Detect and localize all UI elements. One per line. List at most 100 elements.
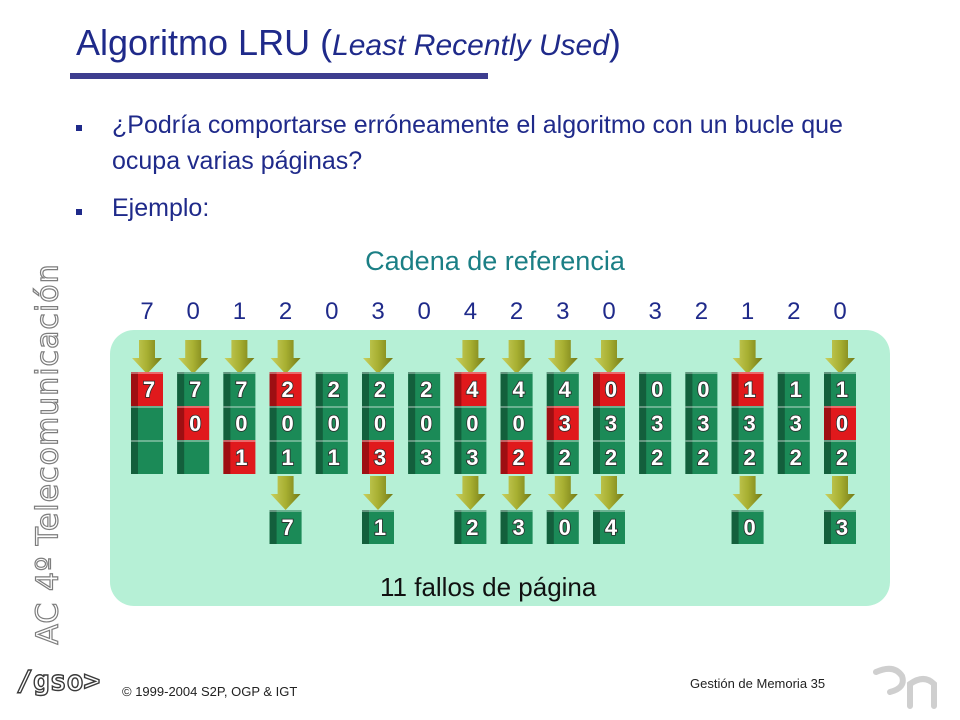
evicted-page-value: 7 xyxy=(281,515,293,540)
evicted-page-arrow-shape xyxy=(825,476,855,510)
frame-cell-edge xyxy=(777,406,785,440)
evicted-page: 2 xyxy=(454,510,487,544)
frame-cell-edge xyxy=(223,440,231,474)
frame-cell-highlight xyxy=(731,406,764,408)
frame-cell: 7 xyxy=(131,372,163,406)
frame-cell: 0 xyxy=(223,406,256,440)
evicted-page-highlight xyxy=(362,510,394,512)
evicted-page-arrow-shape xyxy=(732,476,763,510)
reference-value: 2 xyxy=(278,298,293,325)
frame-cell-value: 3 xyxy=(559,411,571,436)
evicted-page-arrow-shape xyxy=(501,476,532,510)
frame-cell: 4 xyxy=(454,372,487,406)
reference-string-label: Cadena de referencia xyxy=(365,246,625,276)
frame-cell-value: 2 xyxy=(374,377,386,402)
evicted-page-edge xyxy=(454,510,462,544)
frame-cell: 4 xyxy=(546,372,579,406)
frame-cell-value: 0 xyxy=(235,411,247,436)
incoming-page-arrow xyxy=(178,340,209,374)
frame-cell-value: 4 xyxy=(466,377,479,402)
frame-cell: 0 xyxy=(639,372,672,406)
reference-value: 1 xyxy=(740,298,755,325)
frame-cell-highlight xyxy=(408,406,441,408)
bullet-marker xyxy=(76,209,82,215)
frame-cell-highlight xyxy=(269,406,302,408)
incoming-page-arrow-shape xyxy=(547,340,578,374)
reference-value: 3 xyxy=(648,298,662,325)
frame-cell-highlight xyxy=(454,372,487,374)
frame-cell-value: 1 xyxy=(836,377,848,402)
reference-value: 1 xyxy=(232,298,247,325)
frame-cell-highlight xyxy=(639,372,672,374)
frame-cell-edge xyxy=(500,372,508,406)
frame-cell-highlight xyxy=(362,372,394,374)
incoming-page-arrow xyxy=(594,340,624,374)
incoming-page-arrow xyxy=(132,340,162,374)
frame-cell-highlight xyxy=(177,440,210,442)
frame-cell-highlight xyxy=(500,406,533,408)
incoming-page-arrow-shape xyxy=(178,340,209,374)
frame-cell-edge xyxy=(731,406,739,440)
evicted-page: 1 xyxy=(362,510,394,544)
frame-cell-highlight xyxy=(731,440,764,442)
frame-cell-value: 0 xyxy=(374,411,386,436)
gso-logo: /gso> xyxy=(15,663,101,697)
frame-cell: 0 xyxy=(685,372,718,406)
frame-cell-edge xyxy=(777,440,785,474)
evicted-page-edge xyxy=(500,510,508,544)
title-main: Algoritmo LRU ( xyxy=(76,22,333,63)
frame-cell-highlight xyxy=(777,440,810,442)
frame-cell-highlight xyxy=(824,406,856,408)
frame-cell-edge xyxy=(454,440,462,474)
evicted-page-arrow xyxy=(455,476,486,510)
frame-cell: 0 xyxy=(500,406,533,440)
incoming-page-arrow-shape xyxy=(132,340,162,374)
frame-cell: 2 xyxy=(500,440,533,474)
frame-cell-highlight xyxy=(824,372,856,374)
reference-value: 2 xyxy=(509,298,524,325)
page-faults-count: 11 fallos de página xyxy=(380,572,597,602)
frame-cell-highlight xyxy=(408,440,441,442)
frame-cell-value: 3 xyxy=(790,411,802,436)
frame-cell-highlight xyxy=(546,440,579,442)
frame-cell-highlight xyxy=(177,406,210,408)
frame-cell: 1 xyxy=(315,440,348,474)
frame-cell-edge xyxy=(223,372,231,406)
incoming-page-arrow-shape xyxy=(594,340,624,374)
evicted-page-value: 4 xyxy=(605,515,618,540)
evicted-page-highlight xyxy=(269,510,302,512)
frame-cell-edge xyxy=(731,372,739,406)
frame-cell-edge xyxy=(269,406,277,440)
frame-cell: 2 xyxy=(269,372,302,406)
evicted-page: 7 xyxy=(269,510,302,544)
frame-cell: 2 xyxy=(362,372,394,406)
frame-cell-edge xyxy=(824,372,831,406)
frame-cell-value: 0 xyxy=(420,411,432,436)
frame-cell-edge xyxy=(177,406,185,440)
frame-cell-edge xyxy=(362,406,369,440)
frame-cell: 7 xyxy=(177,372,210,406)
frame-cell: 3 xyxy=(685,406,718,440)
frame-cell-highlight xyxy=(639,440,672,442)
frame-cell-edge xyxy=(223,406,231,440)
frame-cell: 3 xyxy=(362,440,394,474)
frame-cell-value: 1 xyxy=(328,445,340,470)
reference-value: 2 xyxy=(694,298,709,325)
incoming-page-arrow xyxy=(224,340,255,374)
bullet-example: Ejemplo: xyxy=(112,194,210,222)
evicted-page-arrow xyxy=(270,476,301,510)
frame-cell-edge xyxy=(454,406,462,440)
frame-cell-highlight xyxy=(362,440,394,442)
frame-cell-value: 2 xyxy=(328,377,340,402)
frame-cell-highlight xyxy=(131,372,163,374)
frame-cell-value: 3 xyxy=(697,411,709,436)
evicted-page-arrow xyxy=(501,476,532,510)
bullet-question: ¿Podría comportarse erróneamente el algo… xyxy=(112,111,843,175)
frame-cell-highlight xyxy=(269,372,302,374)
frame-cell-edge xyxy=(269,440,277,474)
frame-cell: 2 xyxy=(639,440,672,474)
frame-cell-edge xyxy=(500,440,508,474)
frame-cell-edge xyxy=(408,440,416,474)
frame-cell-edge xyxy=(639,406,647,440)
frame-cell-value: 2 xyxy=(651,445,663,470)
